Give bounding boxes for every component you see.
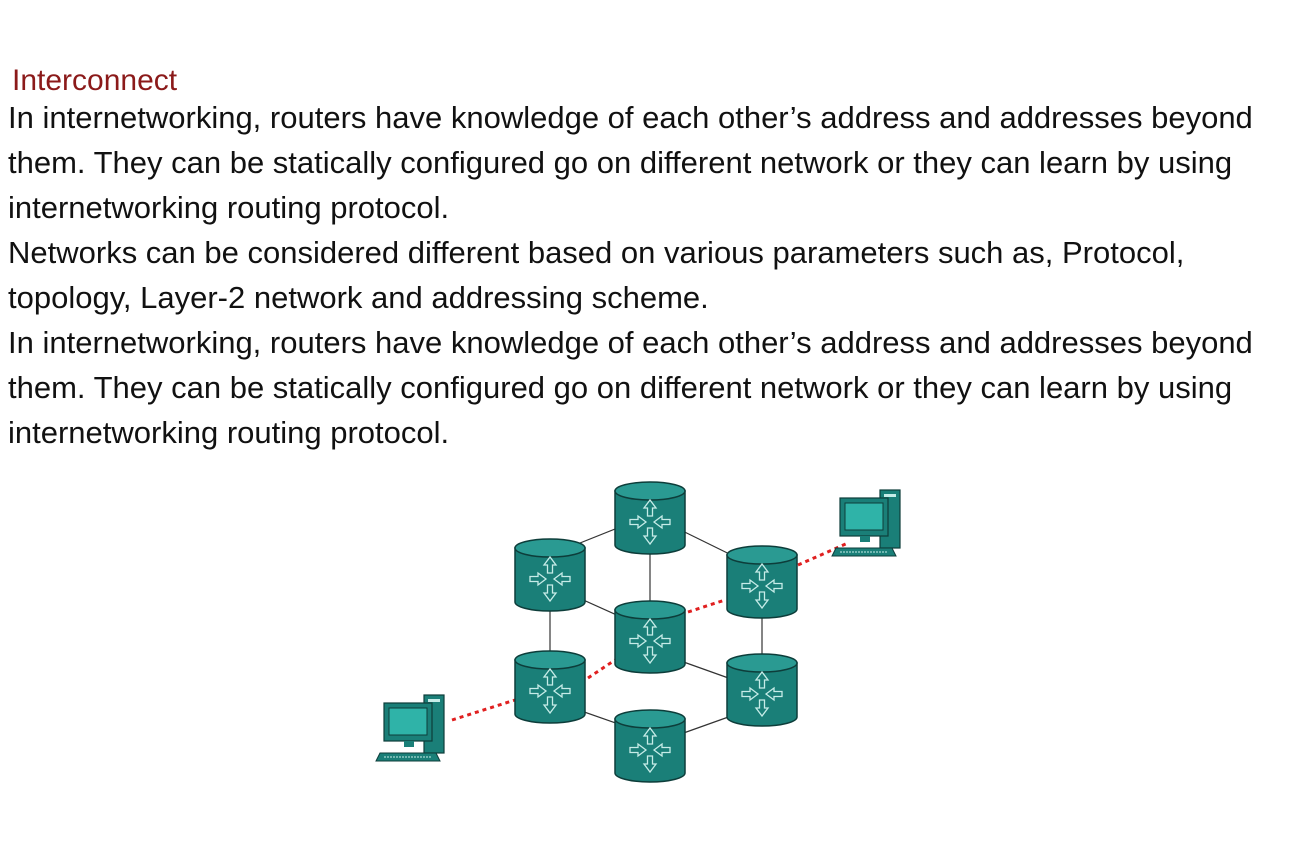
- paragraph-3: In internetworking, routers have knowled…: [8, 325, 1253, 450]
- router-icon: [727, 654, 797, 726]
- router-icon: [727, 546, 797, 618]
- paragraph-2: Networks can be considered different bas…: [8, 235, 1185, 315]
- body-text: In internetworking, routers have knowled…: [8, 95, 1288, 455]
- router-icon: [515, 539, 585, 611]
- router-icon: [515, 651, 585, 723]
- router-icon: [615, 710, 685, 782]
- router-icon: [615, 601, 685, 673]
- computer-icon: [375, 694, 445, 762]
- slide-title: Interconnect: [12, 64, 178, 97]
- routing-path: [451, 541, 849, 722]
- paragraph-1: In internetworking, routers have knowled…: [8, 100, 1253, 225]
- router-icon: [615, 482, 685, 554]
